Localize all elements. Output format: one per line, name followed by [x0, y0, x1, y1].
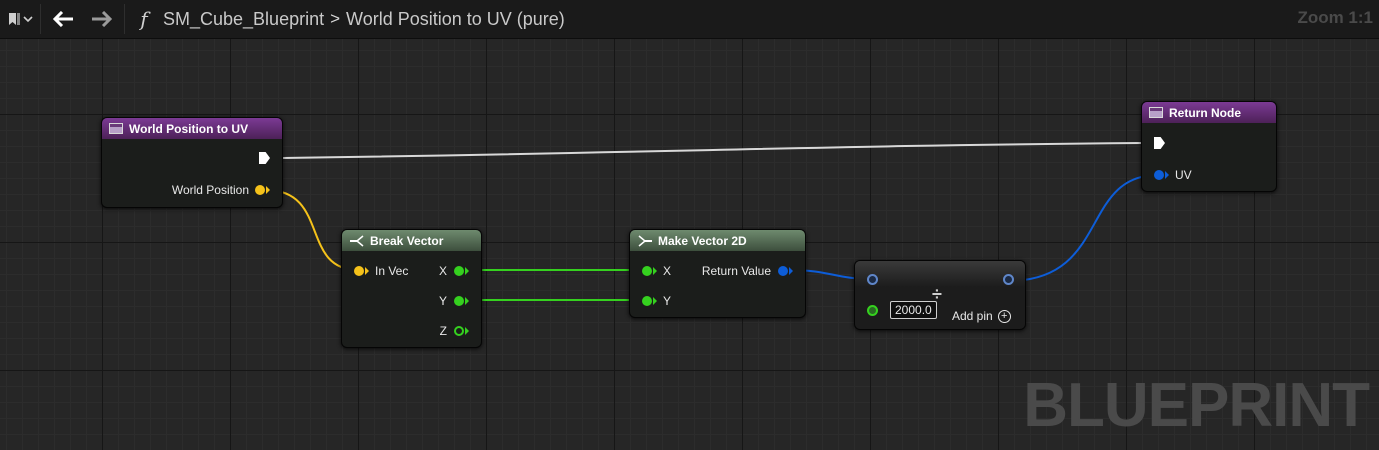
pin-arrow-icon — [653, 297, 657, 305]
node-header: Return Node — [1142, 102, 1276, 123]
divide-symbol: ÷ — [932, 284, 942, 304]
graph-toolbar: f SM_Cube_Blueprint > World Position to … — [0, 0, 1379, 39]
return-value-pin[interactable]: Return Value — [702, 264, 793, 278]
exec-pin-icon — [259, 152, 270, 164]
float-pin-icon — [642, 266, 652, 276]
bookmark-icon[interactable] — [0, 0, 40, 38]
node-title: World Position to UV — [129, 121, 249, 136]
function-node-icon — [109, 123, 123, 134]
pin-arrow-icon — [266, 186, 270, 194]
float-pin-icon — [867, 305, 878, 316]
back-arrow-icon[interactable] — [41, 0, 87, 38]
pin-label: In Vec — [375, 264, 409, 278]
float-pin-unconnected-icon — [454, 326, 464, 336]
pin-label: World Position — [171, 183, 249, 197]
exec-out-pin[interactable] — [259, 152, 270, 164]
function-icon: f — [140, 7, 148, 31]
break-icon — [350, 234, 364, 247]
y-in-pin[interactable]: Y — [642, 294, 671, 308]
break-vector-node[interactable]: Break Vector In Vec X Y Z — [341, 229, 482, 348]
wildcard-pin-icon — [867, 274, 878, 285]
uv-pin[interactable]: UV — [1154, 168, 1192, 182]
exec-pin-icon — [1154, 137, 1165, 149]
pin-arrow-icon — [1165, 171, 1169, 179]
node-title: Return Node — [1169, 105, 1241, 120]
pin-arrow-icon — [789, 267, 793, 275]
a-in-pin[interactable] — [867, 274, 878, 285]
node-header: Make Vector 2D — [630, 230, 805, 251]
pin-label: Return Value — [701, 264, 771, 278]
node-title: Make Vector 2D — [658, 233, 747, 248]
world-position-pin[interactable]: World Position — [172, 183, 270, 197]
pin-label: Y — [663, 294, 672, 308]
vector-pin-icon — [255, 185, 265, 195]
add-pin-button[interactable]: Add pin + — [952, 309, 1011, 323]
divisor-input[interactable]: 2000.0 — [890, 301, 937, 319]
make-icon — [638, 234, 652, 247]
breadcrumb-function[interactable]: World Position to UV (pure) — [346, 8, 565, 29]
pin-label: X — [438, 264, 447, 278]
add-pin-label: Add pin — [952, 309, 993, 323]
vector-pin-icon — [354, 266, 364, 276]
b-in-pin[interactable] — [867, 305, 878, 316]
pin-label: Y — [438, 294, 447, 308]
breadcrumb-chevron-icon: > — [330, 9, 341, 28]
forward-arrow-icon[interactable] — [87, 0, 115, 38]
node-header: World Position to UV — [102, 118, 282, 139]
vector2d-pin-icon — [1154, 170, 1164, 180]
uv-wire — [1007, 174, 1159, 282]
exec-in-pin[interactable] — [1154, 137, 1165, 149]
x-out-pin[interactable]: X — [439, 264, 469, 278]
plus-circle-icon: + — [997, 309, 1011, 323]
exec-wire — [282, 142, 1144, 159]
pin-arrow-icon — [465, 327, 469, 335]
toolbar-separator — [40, 4, 41, 34]
blueprint-watermark: BLUEPRINT — [1023, 371, 1370, 440]
float-pin-icon — [454, 266, 464, 276]
in-vec-pin[interactable]: In Vec — [354, 264, 408, 278]
pin-label: UV — [1175, 168, 1192, 182]
vector2d-pin-icon — [778, 266, 788, 276]
make-vector2d-node[interactable]: Make Vector 2D X Y Return Value — [629, 229, 806, 318]
return-node[interactable]: Return Node UV — [1141, 101, 1277, 192]
function-entry-node[interactable]: World Position to UV World Position — [101, 117, 283, 208]
pin-label: Z — [439, 324, 447, 338]
function-node-icon — [1149, 107, 1163, 118]
zoom-level: Zoom 1:1 — [1297, 8, 1373, 27]
float-pin-icon — [642, 296, 652, 306]
pin-label: X — [663, 264, 672, 278]
wildcard-pin-icon — [1003, 274, 1014, 285]
pin-arrow-icon — [653, 267, 657, 275]
breadcrumb-blueprint[interactable]: SM_Cube_Blueprint — [163, 8, 325, 29]
divide-out-pin[interactable] — [1003, 274, 1014, 285]
world-position-wire — [265, 189, 359, 271]
pin-arrow-icon — [465, 297, 469, 305]
pin-arrow-icon — [365, 267, 369, 275]
y-out-pin[interactable]: Y — [439, 294, 469, 308]
toolbar-separator — [124, 4, 125, 34]
float-pin-icon — [454, 296, 464, 306]
z-out-pin[interactable]: Z — [440, 324, 469, 338]
node-header: Break Vector — [342, 230, 481, 251]
node-header — [855, 261, 1025, 287]
pin-arrow-icon — [465, 267, 469, 275]
x-in-pin[interactable]: X — [642, 264, 671, 278]
node-title: Break Vector — [370, 233, 444, 248]
divide-node[interactable]: ÷ 2000.0 Add pin + — [854, 260, 1026, 330]
